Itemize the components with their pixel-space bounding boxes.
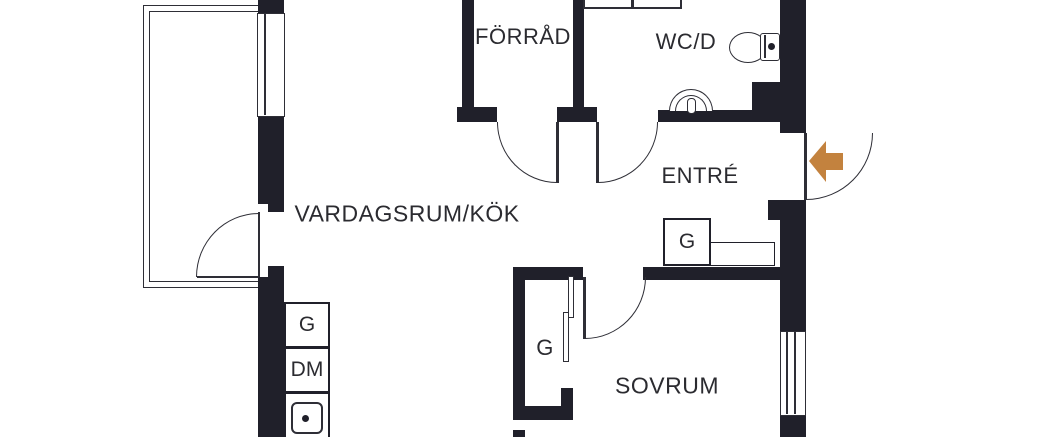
wall-segment	[258, 277, 284, 437]
wall-segment	[258, 0, 284, 15]
dishwasher-box: DM	[284, 347, 330, 393]
wall-segment	[525, 406, 573, 420]
kitchen-sink-drain-dot	[302, 415, 309, 422]
wall-segment	[780, 416, 806, 437]
wall-segment	[643, 267, 780, 280]
wall-segment	[561, 388, 573, 406]
balcony-door-frame	[258, 212, 260, 277]
toilet-tank-icon	[760, 33, 780, 61]
wall-segment	[268, 204, 284, 212]
toilet-tank-line	[764, 35, 766, 58]
wall-segment	[258, 117, 284, 204]
bedroom-window	[780, 331, 806, 416]
dryer-unit-icon	[632, 0, 682, 9]
bedroom-door-swing-arc	[585, 277, 646, 339]
closet-wardrobe-label: G	[536, 335, 554, 360]
washer-unit-icon	[583, 0, 633, 9]
entry-arrow-icon	[809, 141, 843, 182]
hall-bench-box	[710, 242, 775, 266]
hall-wardrobe-label: G	[678, 230, 696, 253]
entrance-room-label: ENTRÉ	[661, 163, 739, 188]
bathroom-room-label: WC/D	[655, 29, 717, 54]
sliding-door-panel	[563, 312, 569, 362]
entry-door-leaf	[804, 133, 807, 200]
kitchen-cabinet-label: G	[298, 313, 316, 336]
wall-segment	[268, 266, 284, 277]
window-glazing-line	[786, 332, 788, 414]
wall-segment	[557, 107, 597, 122]
sink-faucet-icon	[687, 98, 696, 114]
bedroom-room-label: SOVRUM	[615, 372, 719, 399]
window-glazing-line	[264, 14, 266, 115]
storage-door-swing-arc	[497, 122, 557, 183]
balcony-railing-inner	[149, 11, 258, 282]
kitchen-sink-basin-icon	[291, 402, 323, 434]
bathroom-door-swing-arc	[598, 122, 658, 183]
balcony-door-leaf	[197, 276, 259, 278]
sliding-door-panel	[568, 276, 574, 318]
living-kitchen-room-label: VARDAGSRUM/KÖK	[294, 200, 520, 227]
wall-segment	[513, 430, 525, 437]
wall-segment	[780, 200, 806, 331]
wall-segment	[457, 107, 497, 122]
storage-door-leaf	[556, 122, 559, 183]
wall-segment	[513, 267, 583, 280]
wall-segment	[573, 0, 584, 110]
wall-segment	[780, 0, 806, 133]
kitchen-cabinet-box: G	[284, 302, 330, 348]
storage-room-label: FÖRRÅD	[475, 24, 571, 49]
dishwasher-label: DM	[290, 358, 324, 381]
hall-wardrobe-box: G	[663, 218, 711, 266]
window-glazing-line	[794, 332, 796, 414]
toilet-flush-dot	[768, 43, 775, 50]
living-room-window	[257, 13, 285, 117]
balcony-railing-outer	[143, 5, 258, 288]
wall-segment	[462, 0, 474, 122]
wall-segment	[513, 267, 525, 420]
wall-segment	[768, 200, 780, 220]
wall-segment	[752, 82, 780, 122]
